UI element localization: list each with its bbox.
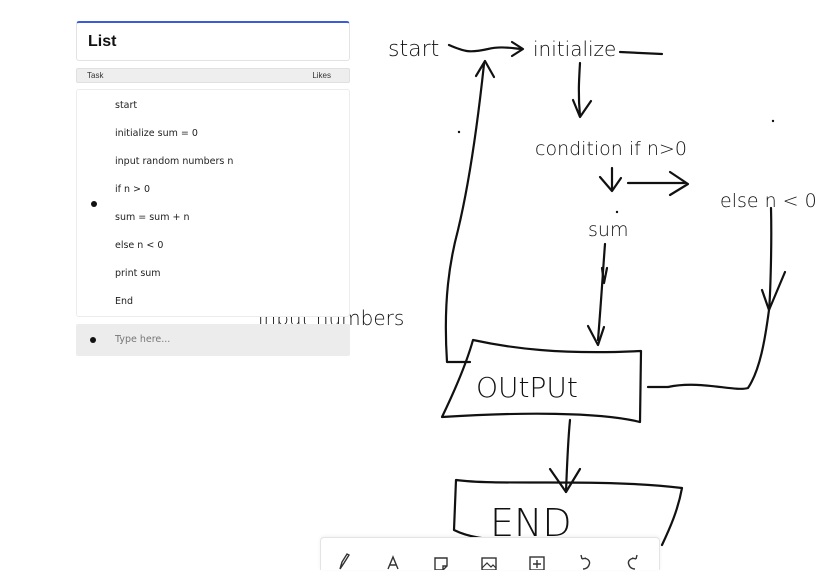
list-item[interactable]: input random numbers n: [115, 156, 234, 167]
list-item[interactable]: print sum: [115, 268, 161, 279]
list-item[interactable]: initialize sum = 0: [115, 128, 198, 139]
new-item-input[interactable]: Type here...: [76, 324, 350, 356]
arrowhead: [474, 59, 496, 79]
text-icon[interactable]: [382, 550, 404, 572]
flow-label-start: start: [388, 37, 439, 62]
arrowhead: [510, 40, 525, 58]
column-likes: Likes: [312, 71, 331, 80]
ink-dot: [771, 119, 775, 123]
arrowhead: [668, 170, 690, 197]
list-widget-header[interactable]: List: [76, 21, 350, 61]
undo-icon[interactable]: [574, 550, 596, 572]
flow-label-output: OUtPUt: [476, 371, 578, 404]
flow-label-else: else n < 0: [720, 190, 817, 212]
list-body: start initialize sum = 0 input random nu…: [76, 89, 350, 317]
drawing-toolbar: [320, 537, 660, 570]
output-shape: [440, 338, 643, 424]
list-item[interactable]: start: [115, 100, 138, 111]
input-bullet: [90, 337, 96, 343]
list-item[interactable]: End: [115, 296, 134, 307]
line-initialize-tail: [618, 50, 664, 56]
arrowhead: [586, 324, 606, 347]
ink-dot: [615, 210, 619, 214]
flow-label-condition: condition if n>0: [535, 138, 687, 160]
ink-dot: [457, 130, 461, 134]
arrow-loop-back: [444, 62, 486, 364]
image-icon[interactable]: [478, 550, 500, 572]
redo-icon[interactable]: [622, 550, 644, 572]
list-item[interactable]: if n > 0: [115, 184, 151, 195]
arrowhead: [598, 175, 623, 193]
arrowhead: [760, 270, 787, 312]
column-task: Task: [87, 71, 104, 80]
flow-label-initialize: initialize: [533, 37, 616, 61]
arrow-start-initialize: [447, 43, 524, 53]
add-frame-icon[interactable]: [526, 550, 548, 572]
arrow-initialize-condition: [577, 61, 582, 118]
list-title: List: [88, 33, 117, 50]
arrowhead: [600, 266, 609, 285]
input-placeholder: Type here...: [115, 334, 171, 345]
arrowhead: [571, 98, 593, 119]
arrow-output-end: [564, 418, 572, 494]
list-item[interactable]: sum = sum + n: [115, 212, 190, 223]
arrowhead: [548, 467, 582, 494]
pen-icon[interactable]: [333, 550, 355, 572]
arrow-sum-output: [596, 242, 607, 342]
list-column-header: Task Likes: [76, 68, 350, 83]
list-bullet: [91, 201, 97, 207]
arrow-else-output: [646, 206, 773, 390]
sticky-note-icon[interactable]: [430, 550, 452, 572]
list-item[interactable]: else n < 0: [115, 240, 164, 251]
flow-label-sum: sum: [588, 219, 628, 241]
